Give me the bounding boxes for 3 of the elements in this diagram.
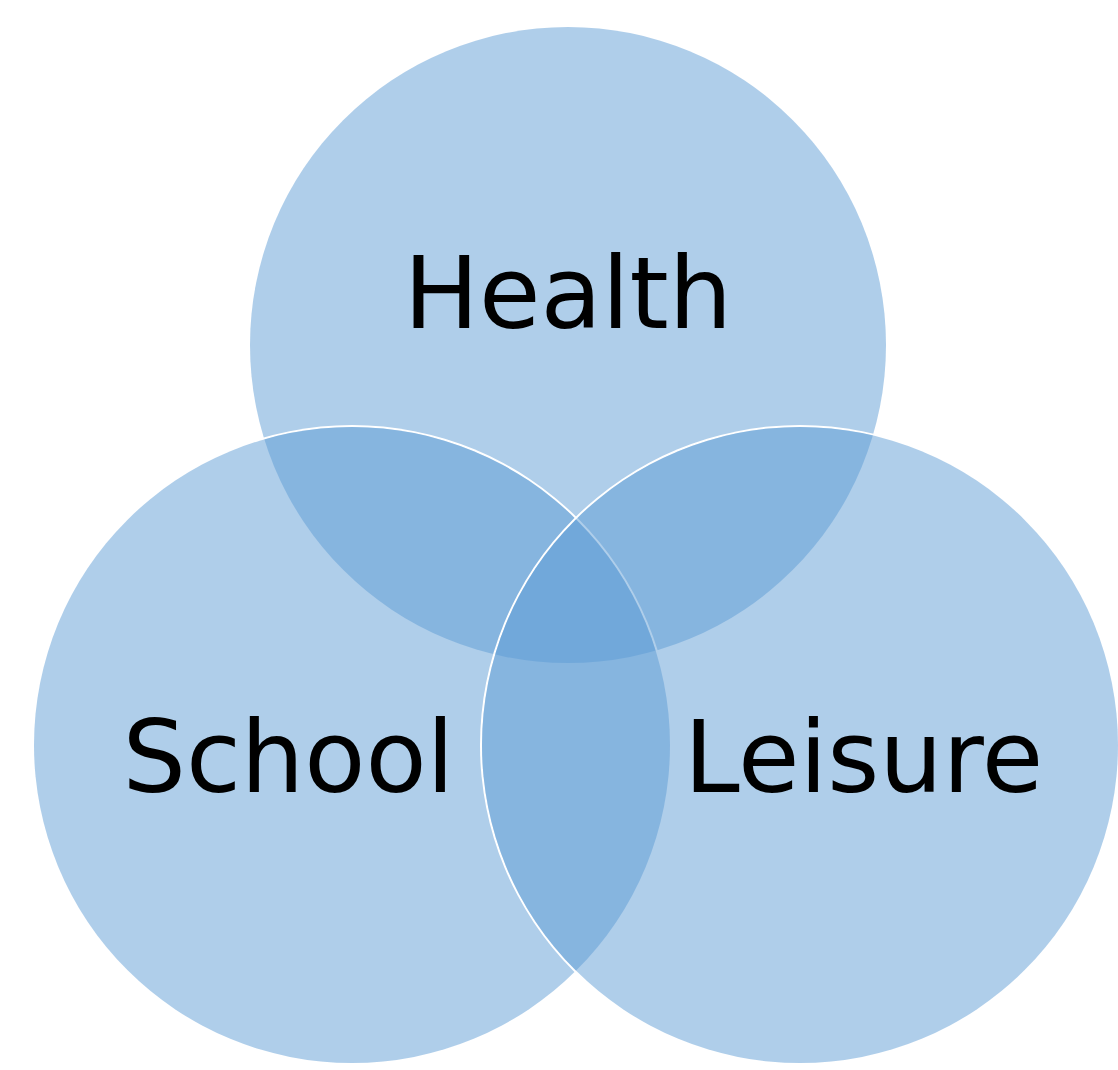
circle-label: School	[122, 707, 455, 808]
circle-label: Leisure	[684, 707, 1044, 808]
circle-label: Health	[403, 244, 733, 345]
